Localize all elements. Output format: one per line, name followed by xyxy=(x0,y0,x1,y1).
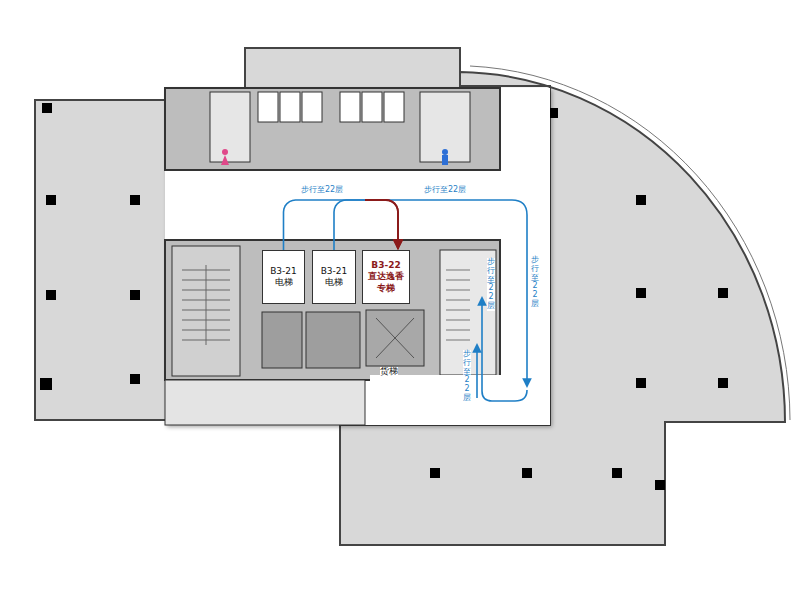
top-wing xyxy=(245,48,460,90)
shaft xyxy=(262,312,302,368)
route-label: 步行至22层 xyxy=(301,186,343,195)
column xyxy=(636,378,646,388)
route-label: 步行至22层 xyxy=(463,350,471,403)
women-icon xyxy=(221,155,229,165)
route-label: 步行至22层 xyxy=(487,258,495,311)
column xyxy=(130,374,140,384)
core-ground xyxy=(165,88,550,425)
stall xyxy=(340,92,360,122)
toilets xyxy=(165,88,500,170)
route-connector xyxy=(334,200,398,250)
stall xyxy=(258,92,278,122)
elevator-name: 电梯 xyxy=(275,277,293,288)
column xyxy=(718,378,728,388)
column xyxy=(46,290,56,300)
column xyxy=(636,288,646,298)
elevator-box: B3-21电梯 xyxy=(312,250,356,304)
walk-segment xyxy=(284,200,366,250)
men-icon xyxy=(442,155,448,165)
column xyxy=(612,468,622,478)
freight-elevator xyxy=(366,310,424,366)
walk-line xyxy=(476,345,478,398)
column xyxy=(430,468,440,478)
washroom xyxy=(210,92,250,162)
stair-left xyxy=(172,246,240,376)
route-label: 步行至22层 xyxy=(424,186,466,195)
column xyxy=(718,288,728,298)
walk-line xyxy=(482,298,527,401)
core xyxy=(165,88,550,425)
edge-layer xyxy=(284,200,399,250)
lobby xyxy=(165,380,365,425)
elevator-box: B3-21电梯 xyxy=(262,250,305,304)
stall xyxy=(362,92,382,122)
column xyxy=(636,195,646,205)
building-slabs xyxy=(35,48,790,545)
stall xyxy=(384,92,404,122)
men-icon xyxy=(442,149,448,155)
stall xyxy=(280,92,300,122)
freight-label: 货梯 xyxy=(380,367,398,377)
column xyxy=(655,480,665,490)
freight-cross xyxy=(376,318,414,358)
elevator-code: B3-21 xyxy=(321,266,348,277)
column xyxy=(46,195,56,205)
walk-segment xyxy=(334,200,365,250)
elevator-name: 直达逸香 专梯 xyxy=(365,271,407,294)
stair-treads xyxy=(446,270,470,340)
route-connector xyxy=(284,200,399,250)
women-icon xyxy=(222,149,228,155)
elevator-code: B3-21 xyxy=(270,266,297,277)
elevator-code: B3-22 xyxy=(371,260,400,271)
column xyxy=(40,378,52,390)
express-segment xyxy=(365,200,398,249)
shaft xyxy=(306,312,360,368)
column xyxy=(42,103,52,113)
washroom xyxy=(420,92,470,162)
stair-treads xyxy=(182,265,230,345)
stall xyxy=(302,92,322,122)
column xyxy=(130,290,140,300)
route-label: 步行至22层 xyxy=(531,256,539,309)
express-segment xyxy=(365,200,398,249)
left-wing xyxy=(35,100,175,420)
express-elevator: B3-22直达逸香 专梯 xyxy=(362,250,410,304)
core-walls xyxy=(165,240,500,380)
column xyxy=(130,195,140,205)
elevator-name: 电梯 xyxy=(325,277,343,288)
column xyxy=(522,468,532,478)
